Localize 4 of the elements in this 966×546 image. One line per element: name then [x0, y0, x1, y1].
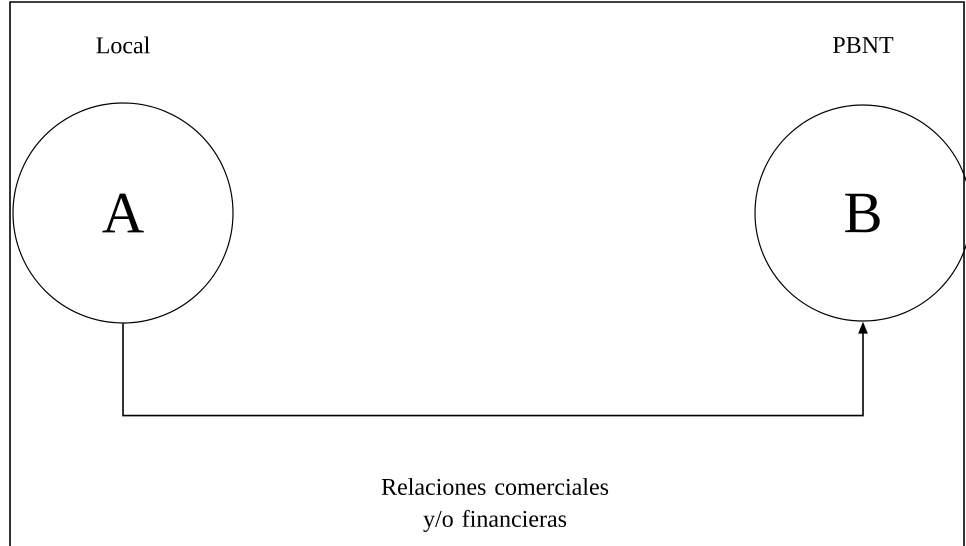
edge-label: Relaciones comerciales y/o financieras	[382, 478, 608, 532]
node-caption: Local	[96, 36, 150, 54]
node-caption: PBNT	[833, 37, 894, 53]
circle-node: A	[12, 102, 234, 324]
